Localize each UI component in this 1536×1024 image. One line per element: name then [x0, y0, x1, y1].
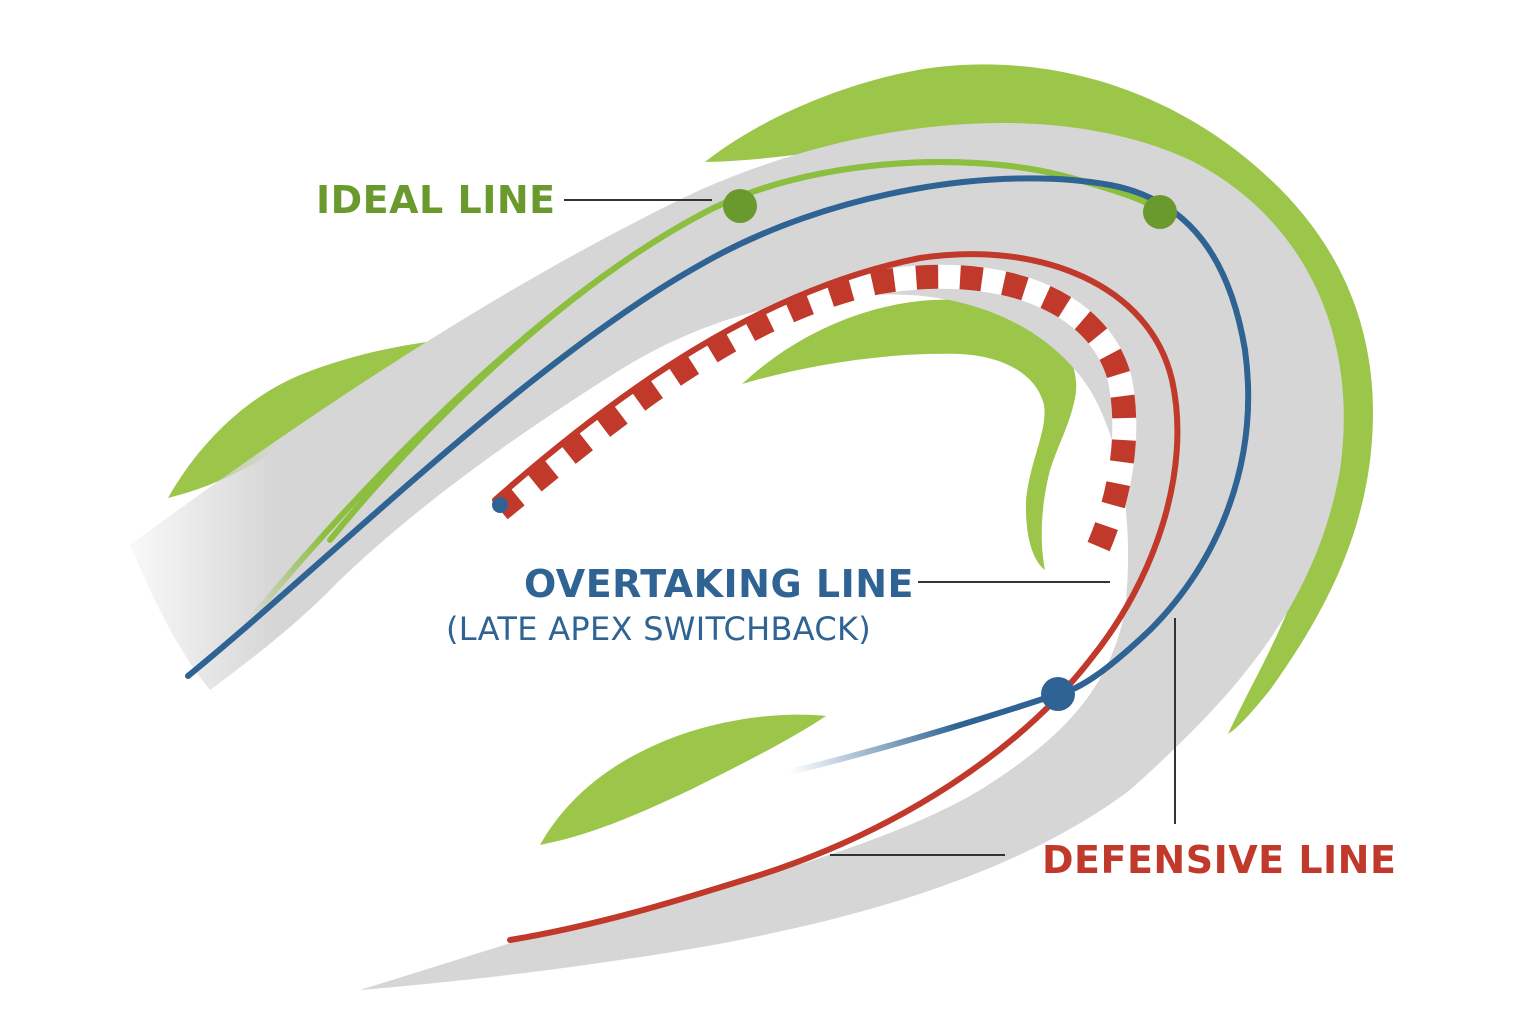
grass-inner-island: [742, 299, 1077, 570]
ideal-line-marker: [723, 189, 757, 223]
overtaking-switchback-tail: [787, 691, 1061, 775]
defensive-line-label: DEFENSIVE LINE: [1042, 838, 1397, 882]
overtaking-start-marker: [492, 497, 508, 513]
ideal-line-marker: [1143, 195, 1177, 229]
track-surface: [130, 122, 1344, 991]
overtaking-racing-line: [185, 175, 1252, 697]
defensive-racing-line: [492, 251, 1181, 943]
overtaking-line-label: OVERTAKING LINE: [524, 562, 915, 606]
ideal-line-label: IDEAL LINE: [316, 178, 556, 222]
overtaking-line-marker: [1041, 677, 1075, 711]
kerb: [492, 264, 1137, 571]
grass-bottom-patch: [540, 714, 826, 845]
grass-outer-bank: [705, 64, 1374, 735]
overtaking-line-note: (LATE APEX SWITCHBACK): [446, 610, 872, 648]
kerb-red-stripes: [492, 264, 1137, 571]
